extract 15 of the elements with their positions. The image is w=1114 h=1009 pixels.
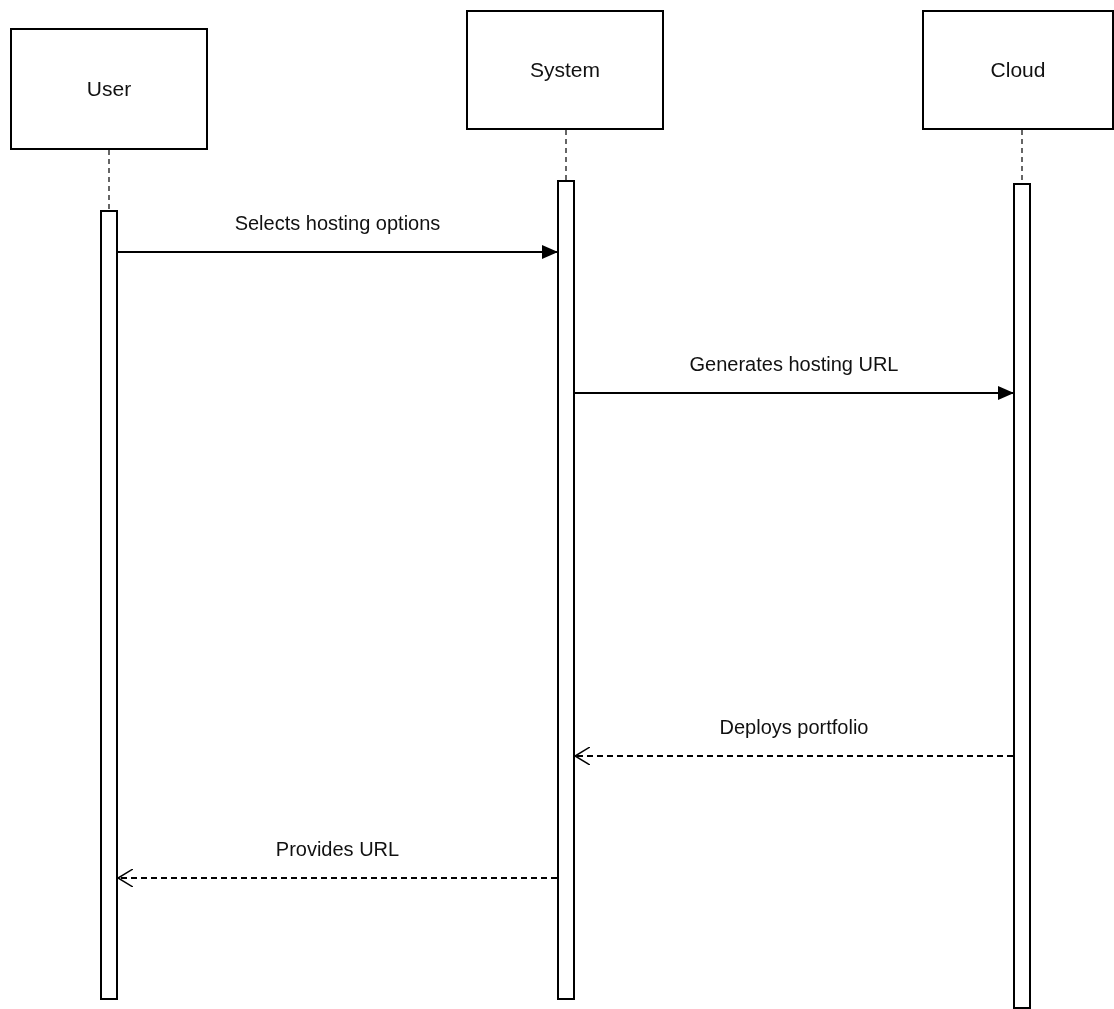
activation-bar (100, 210, 118, 1000)
participant-name: System (530, 58, 600, 82)
participant-box (10, 28, 208, 150)
participant-name: Cloud (990, 58, 1046, 82)
message-arrow (574, 386, 1014, 400)
activation-bar (557, 180, 575, 1000)
return-message-arrow (574, 746, 1014, 766)
activation-bar (1013, 183, 1031, 1009)
lifeline (108, 149, 110, 211)
lifeline (565, 129, 567, 181)
participant-box (922, 10, 1114, 130)
participant-box (466, 10, 664, 130)
participant-name: User (86, 77, 132, 101)
return-message-arrow (117, 868, 558, 888)
message-arrow (117, 245, 558, 259)
